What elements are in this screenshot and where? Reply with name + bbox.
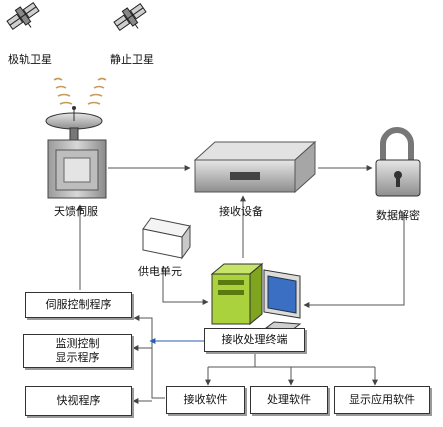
receive-software-box: 接收软件 [166, 386, 245, 414]
monitor-control-box: 监测控制 显示程序 [23, 334, 132, 368]
processing-software-box: 处理软件 [250, 386, 328, 414]
power-unit-label: 供电单元 [138, 265, 182, 278]
signal-waves [53, 77, 107, 105]
geo-satellite-icon [113, 3, 147, 31]
display-app-software-box: 显示应用软件 [334, 386, 430, 414]
power-box-icon [142, 217, 191, 260]
monitor-control-line1: 监测控制 [55, 336, 100, 350]
servo-mount-icon [47, 139, 107, 199]
receiver-box-icon [193, 140, 317, 194]
data-decrypt-label: 数据解密 [376, 209, 420, 222]
quickview-program-box: 快视程序 [25, 386, 132, 416]
receive-processing-terminal-box: 接收处理终端 [204, 328, 305, 352]
padlock-icon [375, 127, 421, 197]
polar-satellite-icon [6, 2, 40, 30]
dish-antenna-icon [45, 106, 103, 141]
polar-satellite-label: 极轨卫星 [8, 53, 52, 66]
monitor-control-line2: 显示程序 [55, 351, 100, 364]
geo-satellite-label: 静止卫星 [110, 53, 154, 66]
computer-icon [210, 262, 302, 331]
antenna-servo-label: 天馈伺服 [54, 205, 98, 218]
servo-control-program-box: 伺服控制程序 [25, 292, 132, 318]
receiver-device-label: 接收设备 [219, 205, 263, 218]
